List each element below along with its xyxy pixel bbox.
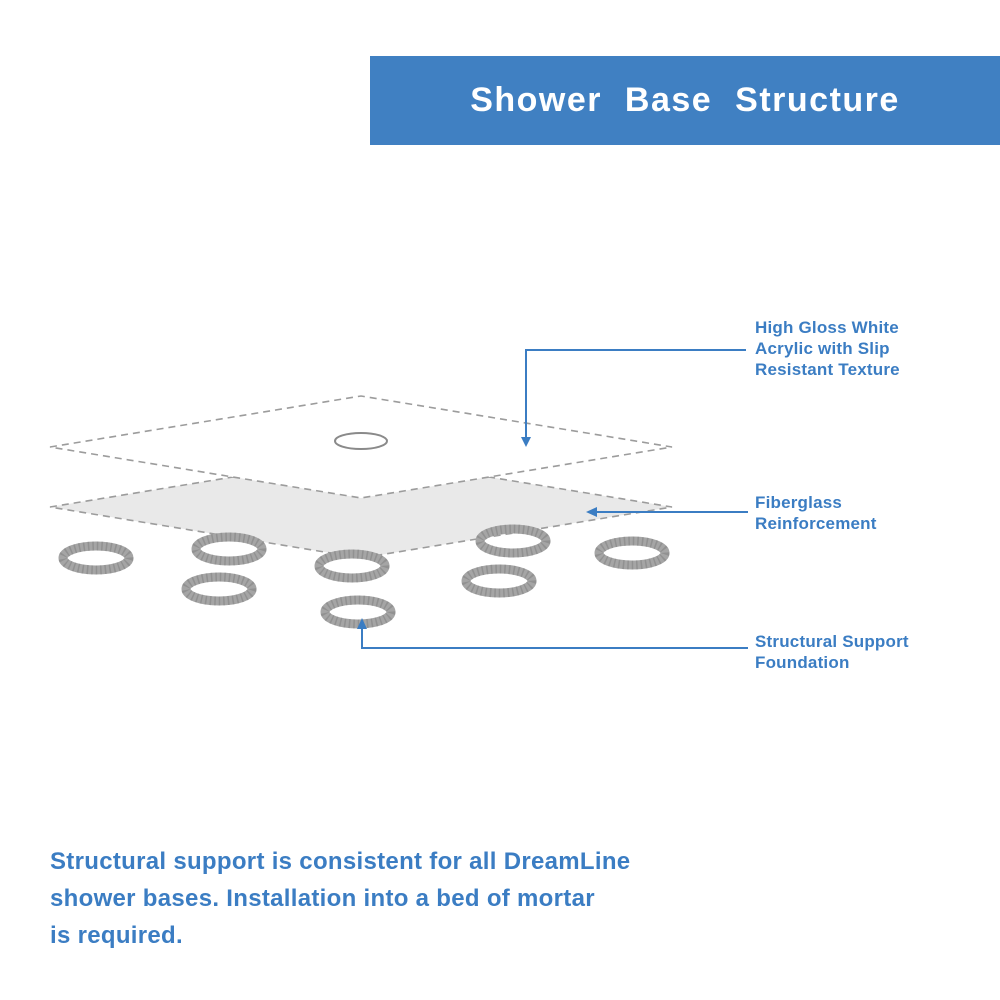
support-ring (181, 572, 257, 606)
support-ring (314, 549, 390, 583)
title-banner: Shower Base Structure (370, 56, 1000, 145)
footer-line: is required. (50, 922, 183, 949)
callout-line: High Gloss White (755, 318, 899, 337)
connector-fiberglass (586, 507, 748, 517)
connector-support (357, 618, 748, 649)
connector-acrylic (521, 349, 746, 447)
support-rings (58, 524, 670, 629)
drain-hole (334, 432, 388, 450)
callout-line: Foundation (755, 653, 850, 672)
callout-line: Fiberglass (755, 493, 843, 512)
support-ring (58, 541, 134, 575)
callout-acrylic-label: High Gloss White Acrylic with Slip Resis… (755, 317, 900, 380)
callout-line: Reinforcement (755, 514, 877, 533)
support-ring (320, 595, 396, 629)
callout-line: Structural Support (755, 632, 909, 651)
support-ring (191, 532, 267, 566)
support-ring (475, 524, 551, 558)
footer-line: shower bases. Installation into a bed of… (50, 885, 595, 912)
support-ring (461, 564, 537, 598)
footer-line: Structural support is consistent for all… (50, 848, 631, 875)
footer-note: Structural support is consistent for all… (50, 843, 630, 954)
page-title: Shower Base Structure (470, 81, 900, 119)
callout-line: Acrylic with Slip (755, 339, 890, 358)
support-ring (594, 536, 670, 570)
callout-support-label: Structural Support Foundation (755, 631, 909, 673)
callout-line: Resistant Texture (755, 360, 900, 379)
callout-fiberglass-label: Fiberglass Reinforcement (755, 492, 877, 534)
